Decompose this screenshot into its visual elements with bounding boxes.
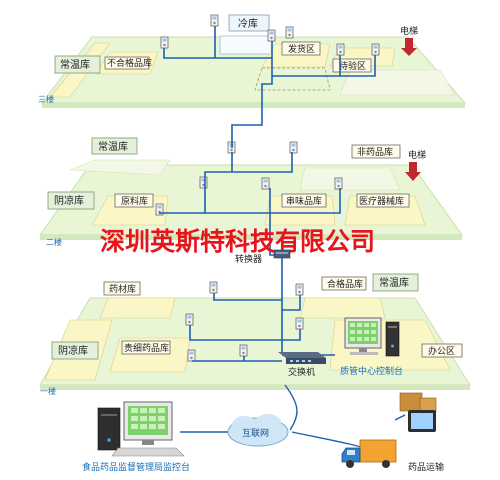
second-device-label: 医疗器械库 <box>359 195 404 207</box>
sensor-icon <box>295 317 304 330</box>
sensor-icon <box>199 176 208 189</box>
internet-link-line <box>180 384 406 453</box>
tablet-with-boxes-icon <box>399 392 437 432</box>
second-raw-label: 原料库 <box>121 195 148 207</box>
first-qualified-label: 合格品库 <box>327 278 363 290</box>
third-cold-area <box>219 35 273 55</box>
third-normal-temp-label-box <box>54 55 101 74</box>
second-raw-label-box <box>114 193 154 208</box>
third-floor-edge <box>42 103 465 108</box>
first-cool-label-box <box>51 341 99 360</box>
second-normal-temp-area <box>69 159 171 176</box>
second-normal-temp-label: 常温库 <box>98 140 128 153</box>
third-unqualified-label-box <box>104 56 150 70</box>
first-special-label: 贵细药品库 <box>124 342 169 354</box>
first-floor-label: 一楼 <box>40 386 56 396</box>
second-cool-label: 阴凉库 <box>54 194 84 207</box>
third-floor-label: 三楼 <box>38 94 54 104</box>
second-elevator-icon <box>405 162 421 181</box>
third-cold-label: 冷库 <box>238 17 258 30</box>
sensor-icon <box>289 141 298 154</box>
first-special-label-box <box>121 340 171 355</box>
third-shipping-label-box <box>281 41 321 56</box>
third-unqualified-label: 不合格品库 <box>107 57 152 69</box>
third-right-area <box>339 69 456 96</box>
sensor-icon <box>267 29 276 42</box>
switch-label: 交换机 <box>288 366 315 378</box>
first-herbal-label-box <box>103 281 141 296</box>
sensor-icon <box>185 313 194 326</box>
first-normal-label-box <box>372 273 419 292</box>
third-inspection-label: 待验区 <box>339 60 366 72</box>
third-elevator-label: 电梯 <box>400 25 418 37</box>
first-floor-edge <box>40 385 470 390</box>
second-nondrug-label-box <box>351 144 401 159</box>
first-herbal-area <box>99 297 176 319</box>
switch-device <box>278 352 326 364</box>
second-elevator-label: 电梯 <box>408 149 426 161</box>
first-office-label-box <box>421 343 463 358</box>
second-right-upper <box>299 167 401 191</box>
second-nondrug-label: 非药品库 <box>357 146 393 158</box>
second-device-label-box <box>356 193 410 208</box>
third-inspection-area <box>254 67 331 91</box>
sensor-icon <box>160 36 169 49</box>
first-office-label: 办公区 <box>428 345 455 357</box>
second-serial-label-box <box>281 193 327 208</box>
sensor-icon <box>336 43 345 56</box>
converter-label: 转换器 <box>235 253 262 265</box>
third-normal-temp-label: 常温库 <box>60 58 90 71</box>
second-cool-label-box <box>47 191 95 210</box>
second-serial-label: 串味品库 <box>286 195 322 207</box>
regulator-computer <box>97 401 185 457</box>
second-floor-cable <box>159 152 341 214</box>
sensor-icon <box>371 43 380 56</box>
converter-device <box>273 249 291 259</box>
second-floor: 常温库 阴凉库 原料库 非药品库 串味品库 医疗器械库 电梯 二楼 <box>39 95 463 256</box>
regulator-label: 食品药品监督管理局监控台 <box>82 461 190 473</box>
second-normal-temp-label-box <box>91 137 138 155</box>
third-shipping-label: 发货区 <box>288 43 315 55</box>
sensor-icon <box>285 26 294 39</box>
first-qualified-area <box>299 297 386 319</box>
third-floor-cable <box>163 26 376 95</box>
third-floor: 常温库 不合格品库 冷库 发货区 待验区 电梯 三楼 <box>38 14 467 108</box>
sensor-icon <box>209 281 218 294</box>
company-watermark: 深圳英斯特科技有限公司 <box>100 227 375 256</box>
control-console-computer <box>344 317 400 357</box>
second-floor-edge <box>40 235 462 240</box>
sensor-icon <box>210 14 219 27</box>
first-normal-label: 常温库 <box>379 276 409 289</box>
first-cool-label: 阴凉库 <box>58 344 88 357</box>
transport-label: 药品运输 <box>408 461 444 473</box>
sensor-icon <box>261 177 270 190</box>
first-qualified-label-box <box>321 276 367 291</box>
sensor-icon <box>239 344 248 357</box>
second-floor-label: 二楼 <box>46 237 62 247</box>
third-elevator-icon <box>401 38 417 56</box>
internet-label: 互联网 <box>242 428 269 439</box>
internet-cloud-icon <box>227 414 289 447</box>
third-cold-label-box <box>228 14 270 32</box>
first-herbal-label: 药材库 <box>109 283 136 295</box>
sensor-icon <box>334 177 343 190</box>
control-center-label: 质管中心控制台 <box>340 365 403 377</box>
delivery-truck-icon <box>341 439 397 468</box>
sensor-icon <box>187 349 196 362</box>
sensor-icon <box>295 283 304 296</box>
first-floor-cable <box>189 258 335 362</box>
first-floor: 药材库 合格品库 常温库 阴凉库 贵细药品库 办公区 一楼 <box>39 258 471 396</box>
third-inspection-label-box <box>332 58 372 73</box>
